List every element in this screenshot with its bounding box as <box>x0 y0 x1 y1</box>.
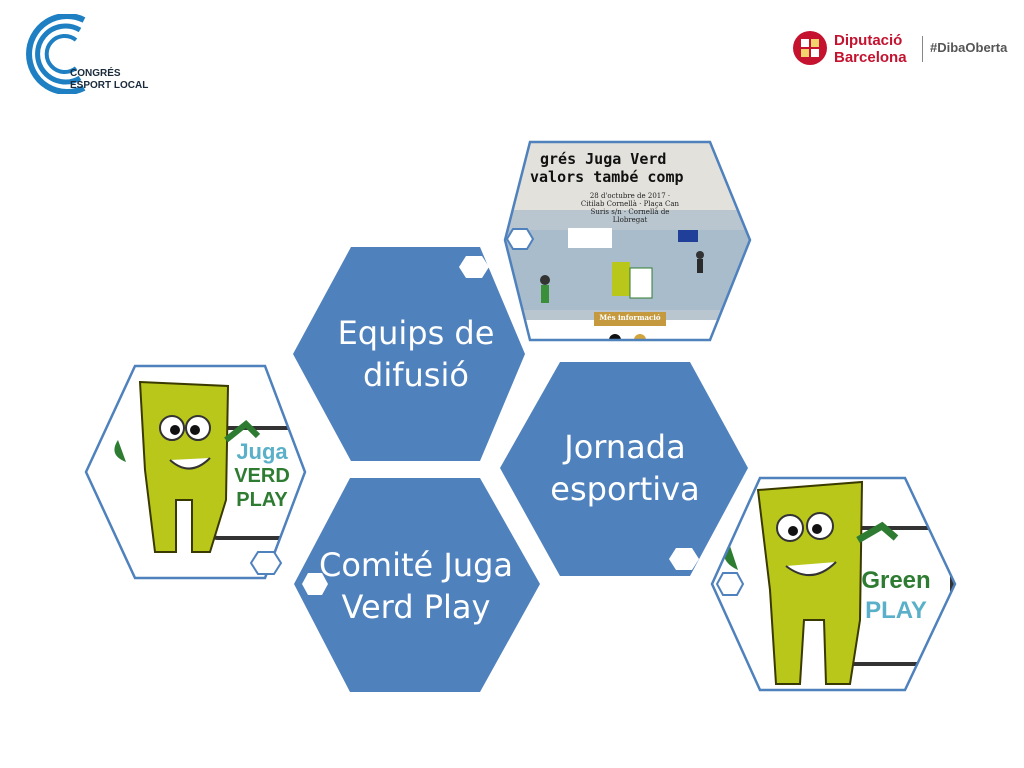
diputacio-line2: Barcelona <box>834 49 907 66</box>
left-sign-line2: VERD <box>234 465 290 487</box>
poster-title-line2: valors també comp <box>530 168 684 186</box>
hexagon-comite-label: Comité Juga Verd Play <box>318 546 514 626</box>
right-sign-line2: PLAY <box>865 597 927 624</box>
congres-logo-icon <box>26 14 86 94</box>
hexagon-jornada-shape <box>500 362 748 576</box>
poster-details: 28 d'octubre de 2017 · Citilab Cornellà … <box>580 192 680 224</box>
mascot-left-hexagon <box>84 364 307 580</box>
poster-title-line1: grés Juga Verd <box>540 150 667 168</box>
diputacio-seal-icon <box>793 31 827 65</box>
hexagon-equips-label: Equips de difusió <box>337 314 495 394</box>
right-sign-text: Green PLAY <box>848 566 944 626</box>
poster-more-info[interactable]: Més informació <box>599 313 661 322</box>
logo-divider <box>922 36 923 62</box>
diputacio-line1: Diputació <box>834 32 903 49</box>
left-sign-line3: PLAY <box>236 489 288 511</box>
hashtag-label: #DibaOberta <box>930 40 1008 55</box>
congres-logo-line2: ESPORT LOCAL <box>70 80 149 91</box>
hexagon-equips-shape <box>293 247 525 461</box>
congres-logo-line1: CONGRÉS <box>70 68 121 79</box>
left-sign-line1: Juga <box>236 439 288 464</box>
congres-logo: CONGRÉS ESPORT LOCAL <box>18 14 158 94</box>
diputacio-logo: Diputació Barcelona #DibaOberta <box>792 30 1012 70</box>
hexagon-comite-shape <box>294 478 540 692</box>
poster-hexagon <box>503 140 752 342</box>
hexagon-jornada-label: Jornada esportiva <box>550 428 700 508</box>
left-sign-text: Juga VERD PLAY <box>226 440 298 512</box>
mascot-right-hexagon <box>710 476 957 692</box>
right-sign-line1: Green <box>861 567 931 594</box>
